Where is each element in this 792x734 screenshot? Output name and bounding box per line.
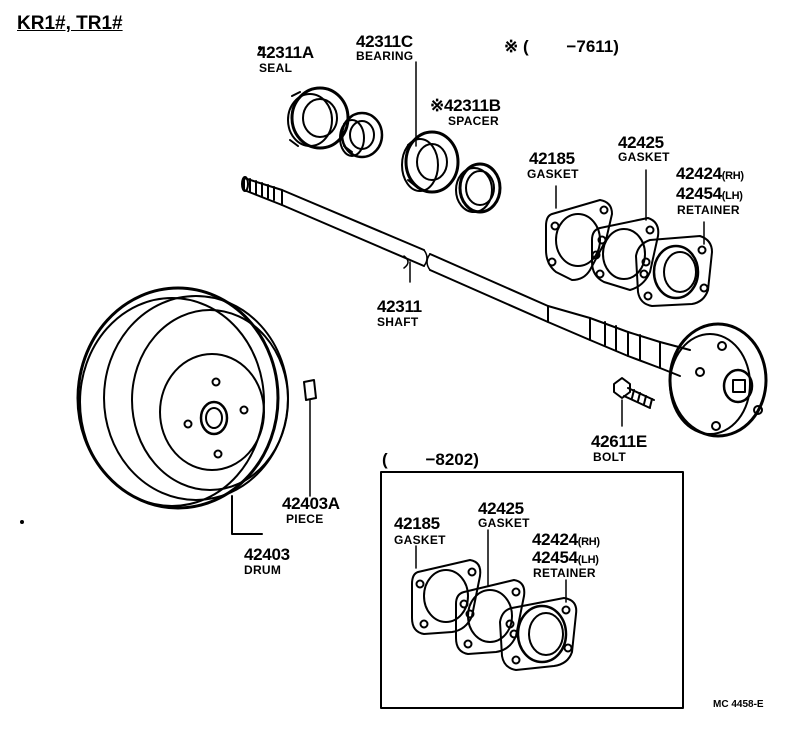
inset-retainer-rh-part-number: 42424(RH): [532, 530, 600, 549]
bolt-part-number: 42611E: [591, 432, 647, 451]
spacer-drawing: [455, 162, 502, 214]
shaft-part-name: SHAFT: [377, 315, 419, 329]
seal-part-name: SEAL: [259, 61, 293, 75]
top-note-range: ( −7611): [522, 37, 619, 56]
drawing-code: MC 4458-E: [713, 699, 764, 710]
seal-drawing: [287, 86, 350, 150]
inset-gasket-42185-drawing: [411, 545, 482, 635]
spacer-part-name: SPACER: [448, 114, 499, 128]
gasket-42185-part-name: GASKET: [527, 167, 579, 181]
retainer-lh-part-number: 42454(LH): [676, 184, 743, 203]
bearing-part-number: 42311C: [356, 32, 413, 51]
inset-gasket-42185-part-name: GASKET: [394, 533, 446, 547]
inset-gasket-42425-part-name: GASKET: [478, 516, 530, 530]
inset-retainer-drawing: [499, 579, 578, 671]
gasket-42185-part-number: 42185: [529, 149, 575, 168]
piece-part-name: PIECE: [286, 512, 324, 526]
spacer-part-number: ※42311B: [430, 96, 501, 115]
inset-retainer-part-name: RETAINER: [533, 566, 596, 580]
drum-part-number: 42403: [244, 545, 290, 564]
bearing-large-drawing: [401, 61, 460, 194]
inset-gasket-42185-part-number: 42185: [394, 514, 440, 533]
shaft-part-number: 42311: [377, 297, 422, 316]
gasket-42185-drawing: [545, 185, 613, 281]
model-header: KR1#, TR1#: [17, 13, 123, 34]
inset-gasket-42425-part-number: 42425: [478, 499, 524, 518]
inset-retainer-lh-part-number: 42454(LH): [532, 548, 599, 567]
gasket-42425-part-number: 42425: [618, 133, 664, 152]
inset-gasket-42425-drawing: [455, 529, 526, 655]
inset-range: ( −8202): [382, 450, 479, 469]
bearing-part-name: BEARING: [356, 49, 414, 63]
retainer-rh-part-number: 42424(RH): [676, 164, 744, 183]
retainer-drawing: [635, 221, 713, 307]
inset-frame: [380, 471, 684, 709]
asterisk-mark-icon: ※: [430, 96, 444, 115]
gasket-42425-part-name: GASKET: [618, 150, 670, 164]
piece-drawing: [303, 379, 317, 497]
top-note: ※ ( −7611): [504, 38, 619, 55]
asterisk-mark-icon: ※: [504, 37, 519, 56]
gasket-42425-drawing: [591, 169, 660, 291]
seal-part-number: 42311A: [257, 43, 314, 62]
drum-part-name: DRUM: [244, 563, 282, 577]
piece-part-number: 42403A: [282, 494, 340, 513]
bolt-drawing: [613, 377, 655, 427]
bearing-small-drawing: [339, 111, 384, 159]
brake-drum-drawing: [76, 286, 289, 535]
bolt-part-name: BOLT: [593, 450, 626, 464]
axle-shaft-drawing: [241, 176, 768, 438]
retainer-part-name: RETAINER: [677, 203, 740, 217]
